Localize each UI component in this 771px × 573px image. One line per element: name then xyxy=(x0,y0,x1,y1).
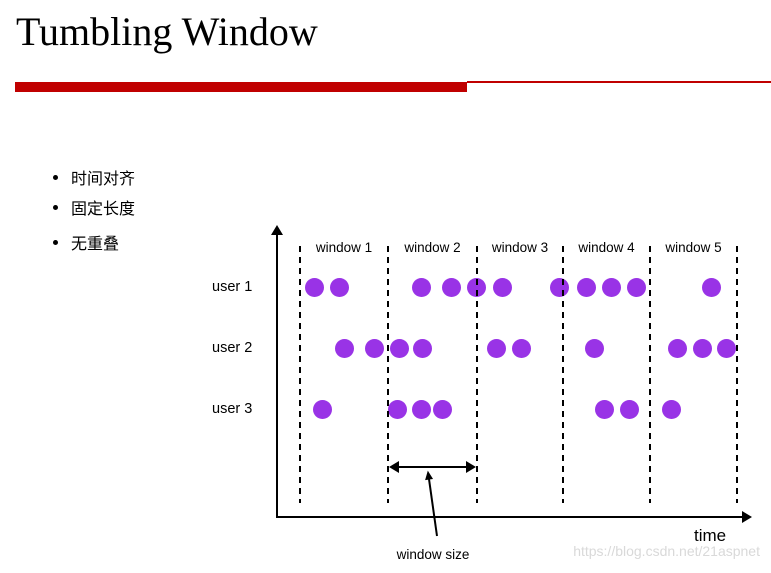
pointer-arrowhead-icon xyxy=(423,470,434,481)
window-boundary-line xyxy=(299,246,301,503)
bullet-label: 时间对齐 xyxy=(71,169,136,188)
event-dot xyxy=(330,278,349,297)
user-row-label: user 3 xyxy=(212,401,253,417)
bullet-label: 无重叠 xyxy=(71,234,120,253)
window-size-arrow-left-icon xyxy=(389,461,399,473)
user-row-label: user 1 xyxy=(212,279,253,295)
bullet-item: 无重叠 xyxy=(53,230,119,254)
event-dot xyxy=(313,400,332,419)
time-axis-line xyxy=(276,516,744,518)
event-dot xyxy=(668,339,687,358)
event-dot xyxy=(577,278,596,297)
bullet-icon xyxy=(53,174,58,180)
bullet-item: 固定长度 xyxy=(53,195,135,219)
event-dot xyxy=(412,278,431,297)
bullet-label: 固定长度 xyxy=(71,199,136,218)
window-label: window 1 xyxy=(315,240,373,255)
window-label: window 5 xyxy=(665,240,722,255)
event-dot xyxy=(602,278,621,297)
window-size-arrow-line xyxy=(396,466,468,468)
event-dot xyxy=(433,400,452,419)
event-dot xyxy=(702,278,721,297)
event-dot xyxy=(620,400,639,419)
window-label: window 2 xyxy=(404,240,461,255)
title-accent-line xyxy=(467,81,771,83)
y-axis-arrow-icon xyxy=(271,225,283,235)
event-dot xyxy=(693,339,712,358)
window-boundary-line xyxy=(736,246,738,503)
bullet-item: 时间对齐 xyxy=(53,165,135,189)
event-dot xyxy=(305,278,324,297)
event-dot xyxy=(388,400,407,419)
event-dot xyxy=(413,339,432,358)
event-dot xyxy=(442,278,461,297)
event-dot xyxy=(412,400,431,419)
event-dot xyxy=(595,400,614,419)
event-dot xyxy=(390,339,409,358)
y-axis-line xyxy=(276,234,278,517)
event-dot xyxy=(487,339,506,358)
event-dot xyxy=(365,339,384,358)
time-axis-label: time xyxy=(694,526,727,545)
event-dot xyxy=(585,339,604,358)
watermark-text: https://blog.csdn.net/21aspnet xyxy=(573,543,760,559)
time-axis-arrow-icon xyxy=(742,511,752,523)
event-dot xyxy=(717,339,736,358)
user-row-label: user 2 xyxy=(212,340,253,356)
bullet-icon xyxy=(53,204,58,210)
page-title: Tumbling Window xyxy=(16,9,318,54)
window-label: window 3 xyxy=(491,240,549,255)
event-dot xyxy=(512,339,531,358)
window-boundary-line xyxy=(476,246,478,503)
window-boundary-line xyxy=(562,246,564,503)
title-accent-bar xyxy=(15,82,467,92)
window-label: window 4 xyxy=(578,240,635,255)
event-dot xyxy=(662,400,681,419)
window-size-pointer-line xyxy=(423,470,438,537)
event-dot xyxy=(627,278,646,297)
bullet-icon xyxy=(53,239,58,245)
event-dot xyxy=(550,278,569,297)
event-dot xyxy=(335,339,354,358)
window-boundary-line xyxy=(649,246,651,503)
event-dot xyxy=(493,278,512,297)
window-boundary-line xyxy=(387,246,389,503)
window-size-label: window size xyxy=(396,547,470,562)
window-size-arrow-right-icon xyxy=(466,461,476,473)
